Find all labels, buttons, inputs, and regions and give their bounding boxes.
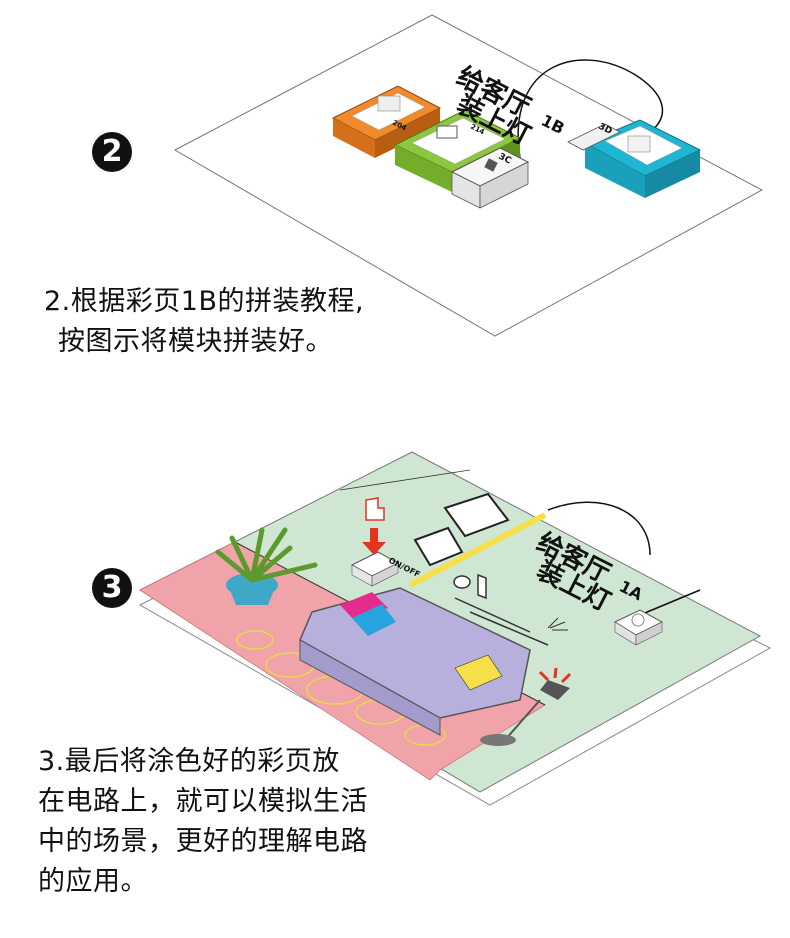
sofa	[299, 587, 531, 736]
pointing-finger-icon	[365, 497, 385, 521]
switch-module	[350, 551, 400, 587]
step-3-number: 3	[101, 570, 123, 605]
light-bulb-module	[613, 609, 664, 646]
white-module: 3C	[450, 147, 530, 209]
picture-frames	[413, 492, 510, 567]
step-3-caption: 3.最后将涂色好的彩页放 在电路上，就可以模拟生活 中的场景，更好的理解电路 的…	[38, 742, 368, 902]
step-2-number: 2	[101, 134, 123, 169]
step-2-caption-line1: 2.根据彩页1B的拼装教程,	[44, 286, 365, 317]
step-2-caption: 2.根据彩页1B的拼装教程, 按图示将模块拼装好。	[44, 282, 364, 362]
step-3-card-title: 给客厅 1A 装上灯	[532, 527, 646, 618]
orange-module: 204	[331, 85, 442, 158]
rug-pattern	[236, 630, 446, 746]
step-3-card-title-line2: 装上灯	[532, 556, 615, 618]
step-2-badge: 2	[92, 132, 132, 172]
blue-cushion	[352, 604, 396, 636]
step-3-caption-line1: 3.最后将涂色好的彩页放	[38, 746, 340, 777]
step-3-card-title-badge: 1A	[616, 577, 646, 605]
wall-yellow-stripe	[408, 512, 547, 588]
step-3-caption-line3: 中的场景，更好的理解电路	[38, 826, 368, 857]
step-2-illustration: 204 214 3C 3D 给客厅 1B 装上灯	[173, 14, 764, 337]
yellow-cushion	[454, 654, 503, 691]
switch-label: ON/OFF	[387, 556, 422, 580]
step-3-caption-line2: 在电路上，就可以模拟生活	[38, 786, 368, 817]
wall-skirting-line	[234, 541, 546, 706]
wall-shelves	[453, 573, 568, 646]
potted-plant	[215, 527, 318, 605]
red-down-arrow-icon	[362, 528, 386, 555]
pink-cushion	[340, 592, 388, 622]
cyan-module: 3D	[567, 119, 702, 198]
step-3-card-title-line1: 给客厅	[532, 527, 616, 590]
step-2-caption-line2: 按图示将模块拼装好。	[58, 326, 333, 357]
step-2-wire	[517, 59, 664, 159]
step-3-card-wall	[138, 451, 762, 793]
step-3-badge: 3	[92, 568, 132, 608]
step-3-caption-line4: 的应用。	[38, 866, 148, 897]
step-3-wire	[547, 501, 651, 556]
floor-lamp	[480, 667, 572, 746]
